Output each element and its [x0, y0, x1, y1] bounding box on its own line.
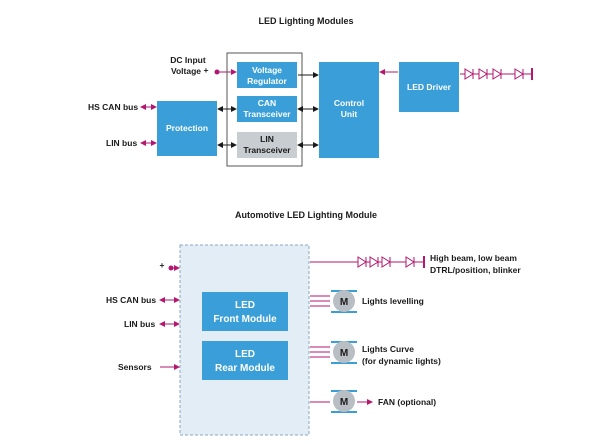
- lin-transceiver-label-line2: Transceiver: [243, 145, 291, 155]
- bottom-title: Automotive LED Lighting Module: [235, 210, 377, 220]
- bottom-plus: +: [160, 260, 165, 270]
- led-front-module-block: [202, 292, 288, 331]
- top-title: LED Lighting Modules: [259, 16, 354, 26]
- fan-motor-label: M: [340, 397, 348, 408]
- beam-label-line2: DTRL/position, blinker: [430, 265, 521, 275]
- top-lin-label: LIN bus: [106, 138, 137, 148]
- control-unit-label-line2: Unit: [341, 109, 358, 119]
- top-hs-can-label: HS CAN bus: [88, 102, 138, 112]
- fan-label: FAN (optional): [378, 397, 436, 407]
- top-led-string: [460, 68, 533, 80]
- can-transceiver-label-line2: Transceiver: [243, 109, 291, 119]
- can-transceiver-block: [237, 96, 297, 122]
- lin-transceiver-label-line1: LIN: [260, 134, 274, 144]
- dc-input-label-line1: DC Input: [170, 55, 206, 65]
- led-front-module-label-line1: LED: [235, 300, 255, 311]
- led-driver-block: [399, 62, 459, 112]
- lights-curve-motor-label: M: [340, 348, 348, 359]
- voltage-regulator-block: [237, 62, 297, 88]
- dc-input-plus: +: [204, 65, 209, 75]
- bottom-sensors-label: Sensors: [118, 362, 152, 372]
- lin-transceiver-block: [237, 132, 297, 158]
- voltage-regulator-label-line1: Voltage: [252, 65, 282, 75]
- bottom-lin-label: LIN bus: [124, 319, 155, 329]
- module-enclosure: [179, 244, 310, 436]
- lights-curve-motor-icon: [333, 341, 355, 363]
- led-front-module-label-line2: Front Module: [213, 314, 277, 325]
- protection-label: Protection: [166, 123, 208, 133]
- control-unit-block: [319, 62, 379, 158]
- dc-input-label-line2: Voltage: [171, 66, 201, 76]
- control-unit-label-line1: Control: [334, 98, 364, 108]
- lights-levelling-wires: [310, 295, 330, 307]
- can-transceiver-label-line1: CAN: [258, 98, 276, 108]
- lights-levelling-label: Lights levelling: [362, 296, 424, 306]
- led-driver-label: LED Driver: [407, 82, 452, 92]
- led-rear-module-label-line2: Rear Module: [215, 363, 275, 374]
- led-rear-module-label-line1: LED: [235, 349, 255, 360]
- lights-curve-label-line2: (for dynamic lights): [362, 356, 441, 366]
- fan-motor-icon: [333, 390, 355, 412]
- lights-levelling-motor-label: M: [340, 297, 348, 308]
- lights-levelling-motor-icon: [333, 290, 355, 312]
- protection-block: [157, 101, 217, 156]
- bottom-led-string: [310, 256, 425, 268]
- voltage-regulator-label-line2: Regulator: [247, 76, 287, 86]
- beam-label-line1: High beam, low beam: [430, 253, 517, 263]
- dc-input-connector: [214, 69, 220, 75]
- lights-curve-label-line1: Lights Curve: [362, 344, 414, 354]
- lights-curve-wires: [310, 346, 330, 358]
- led-rear-module-block: [202, 341, 288, 380]
- bottom-plus-connector: [168, 265, 174, 271]
- bottom-hs-can-label: HS CAN bus: [106, 295, 156, 305]
